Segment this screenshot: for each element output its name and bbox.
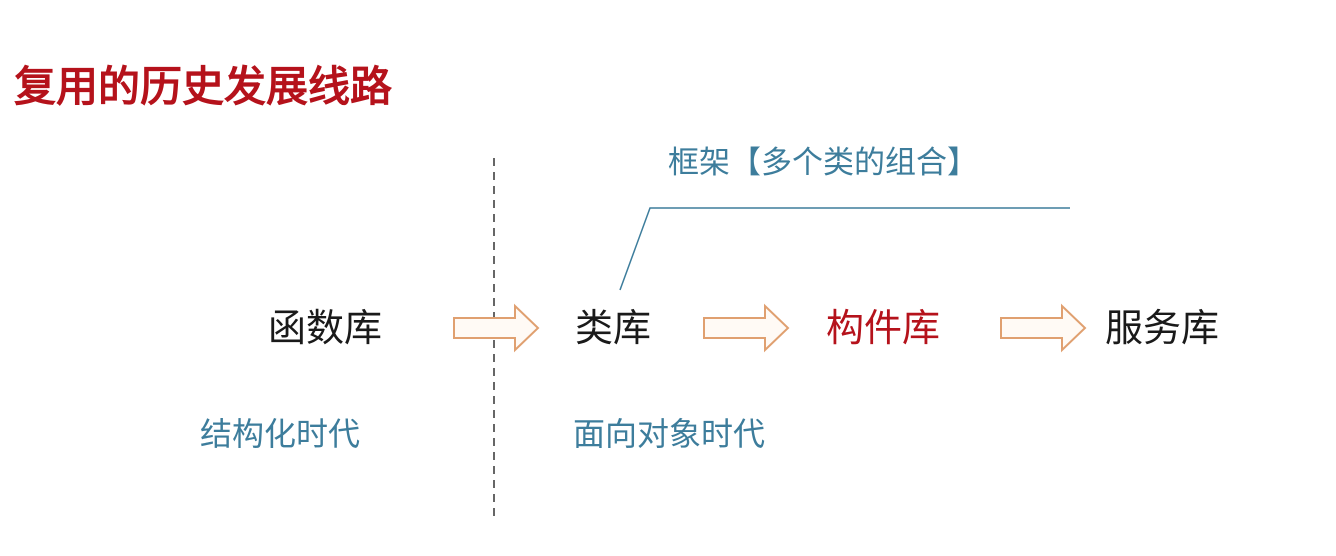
node-component-library: 构件库: [826, 306, 941, 350]
era-object-oriented: 面向对象时代: [573, 415, 766, 453]
node-class-library: 类库: [575, 306, 652, 350]
framework-label: 框架【多个类的组合】: [668, 145, 978, 181]
framework-callout-line: [619, 207, 1070, 291]
node-service-library: 服务库: [1105, 306, 1220, 350]
arrow-2: [703, 303, 790, 353]
era-structured: 结构化时代: [200, 415, 361, 453]
arrow-3: [1000, 303, 1087, 353]
slide-title: 复用的历史发展线路: [14, 62, 393, 111]
arrow-1: [453, 303, 540, 353]
node-function-library: 函数库: [268, 306, 383, 350]
